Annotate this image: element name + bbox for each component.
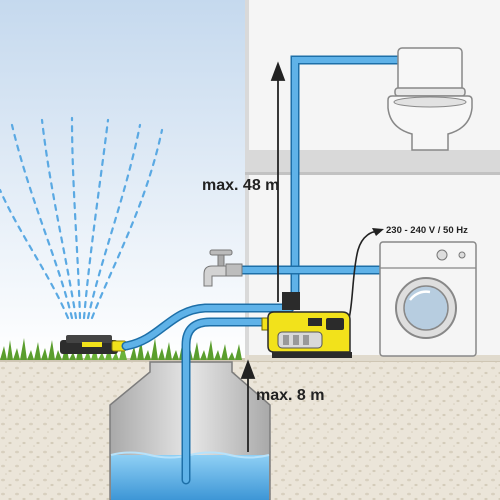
washing-machine-icon bbox=[379, 241, 477, 357]
depth-label: max. 8 m bbox=[256, 387, 324, 404]
voltage-label: 230 - 240 V / 50 Hz bbox=[386, 225, 468, 236]
hose-to-sprinkler bbox=[121, 303, 295, 351]
suction-pipe bbox=[181, 317, 283, 485]
height-label: max. 48 m bbox=[202, 177, 279, 194]
depth-arrow bbox=[240, 359, 256, 452]
faucet-icon bbox=[203, 249, 243, 287]
toilet-icon bbox=[387, 47, 473, 151]
garden-pump-icon bbox=[261, 292, 352, 358]
height-arrow bbox=[270, 61, 286, 302]
sky-background bbox=[0, 0, 245, 360]
floor-slab bbox=[245, 150, 500, 172]
sprinkler-spray bbox=[0, 116, 164, 320]
